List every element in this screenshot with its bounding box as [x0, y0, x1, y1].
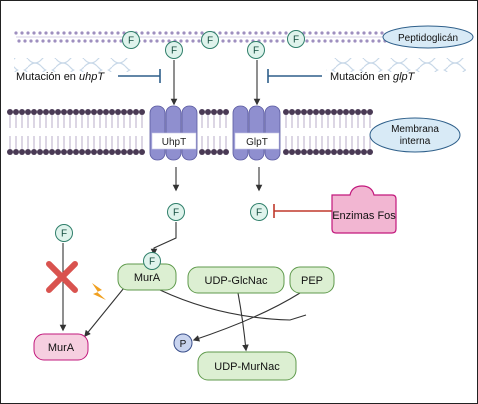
peptidoglycan-label: Peptidoglicán: [398, 33, 458, 44]
fosfomycin-molecule-icon: F: [247, 41, 265, 59]
arrow-mura-to-inactive: [84, 282, 129, 338]
fosfomycin-molecule-icon: F: [250, 203, 268, 221]
blocked-cross-icon: [46, 261, 78, 293]
glpt-mutation-inhibition: [267, 69, 322, 83]
enzimas-fos-label: Enzimas Fos: [332, 210, 396, 222]
fosfomycin-label: F: [61, 229, 67, 240]
uhpt-transporter: UhpT: [149, 105, 198, 161]
fosfomycin-label: F: [171, 46, 177, 57]
fosfomycin-molecules: F F F F F F F F F: [55, 30, 305, 270]
membrane-callout: Membrana interna: [369, 117, 461, 153]
fosfomycin-label: F: [293, 35, 299, 46]
udp-murnac-label: UDP-MurNac: [214, 361, 280, 373]
fosfomycin-molecule-icon: F: [201, 31, 219, 49]
udp-glcnac-node: UDP-GlcNac: [187, 266, 285, 294]
dna-helix-right-icon: [326, 58, 466, 72]
dna-helix-left-icon: [14, 58, 132, 72]
inner-membrane: [7, 109, 373, 155]
fos-inhibition: [273, 204, 332, 218]
arrow-f-to-mura: [150, 222, 177, 256]
uhpt-mutation-inhibition: [118, 69, 161, 83]
udp-glcnac-label: UDP-GlcNac: [205, 275, 268, 287]
fosfomycin-label: F: [149, 257, 155, 268]
fosfomycin-molecule-icon: F: [287, 30, 305, 48]
mura-inactive-node: MurA: [33, 333, 89, 361]
phosphate-node: P: [173, 333, 193, 353]
fosfomycin-molecule-icon: F: [143, 252, 161, 270]
pep-node: PEP: [289, 266, 335, 294]
pep-label: PEP: [301, 275, 323, 287]
peptidoglycan-callout: Peptidoglicán: [382, 25, 474, 49]
mura-inactive-label: MurA: [48, 342, 75, 354]
fosfomycin-label: F: [173, 208, 179, 219]
arrow-udp-glcnac-to-murnac: [237, 292, 249, 352]
fosfomycin-label: F: [253, 46, 259, 57]
membrane-label-line1: Membrana: [391, 124, 439, 135]
glpt-label: GlpT: [246, 137, 268, 148]
fosfomycin-label: F: [128, 36, 134, 47]
fosfomycin-molecule-icon: F: [122, 31, 140, 49]
fosfomycin-label: F: [256, 208, 262, 219]
fosfomycin-molecule-icon: F: [167, 203, 185, 221]
fosfomycin-label: F: [207, 36, 213, 47]
glpt-transporter: GlpT: [232, 105, 281, 161]
udp-murnac-node: UDP-MurNac: [197, 351, 297, 381]
fosfomycin-molecule-icon: F: [55, 224, 73, 242]
mura-node: MurA: [117, 263, 177, 291]
peptidoglycan-layer: [14, 31, 387, 43]
uhpt-label: UhpT: [162, 137, 186, 148]
pathway-arrows: [59, 60, 307, 352]
mutation-glpt-label: Mutación en glpT: [330, 71, 416, 83]
arrow-mura-to-udp-murnac: [159, 289, 307, 321]
mura-label: MurA: [134, 272, 161, 284]
phosphate-label: P: [180, 339, 187, 350]
enzimas-fos-node: Enzimas Fos: [331, 185, 397, 234]
mutation-uhpt-label: Mutación en uhpT: [16, 71, 105, 83]
membrane-label-line2: interna: [400, 136, 431, 147]
lightning-icon: [92, 283, 106, 300]
fosfomycin-molecule-icon: F: [165, 41, 183, 59]
arrow-pep-to-phosphate: [192, 292, 301, 342]
